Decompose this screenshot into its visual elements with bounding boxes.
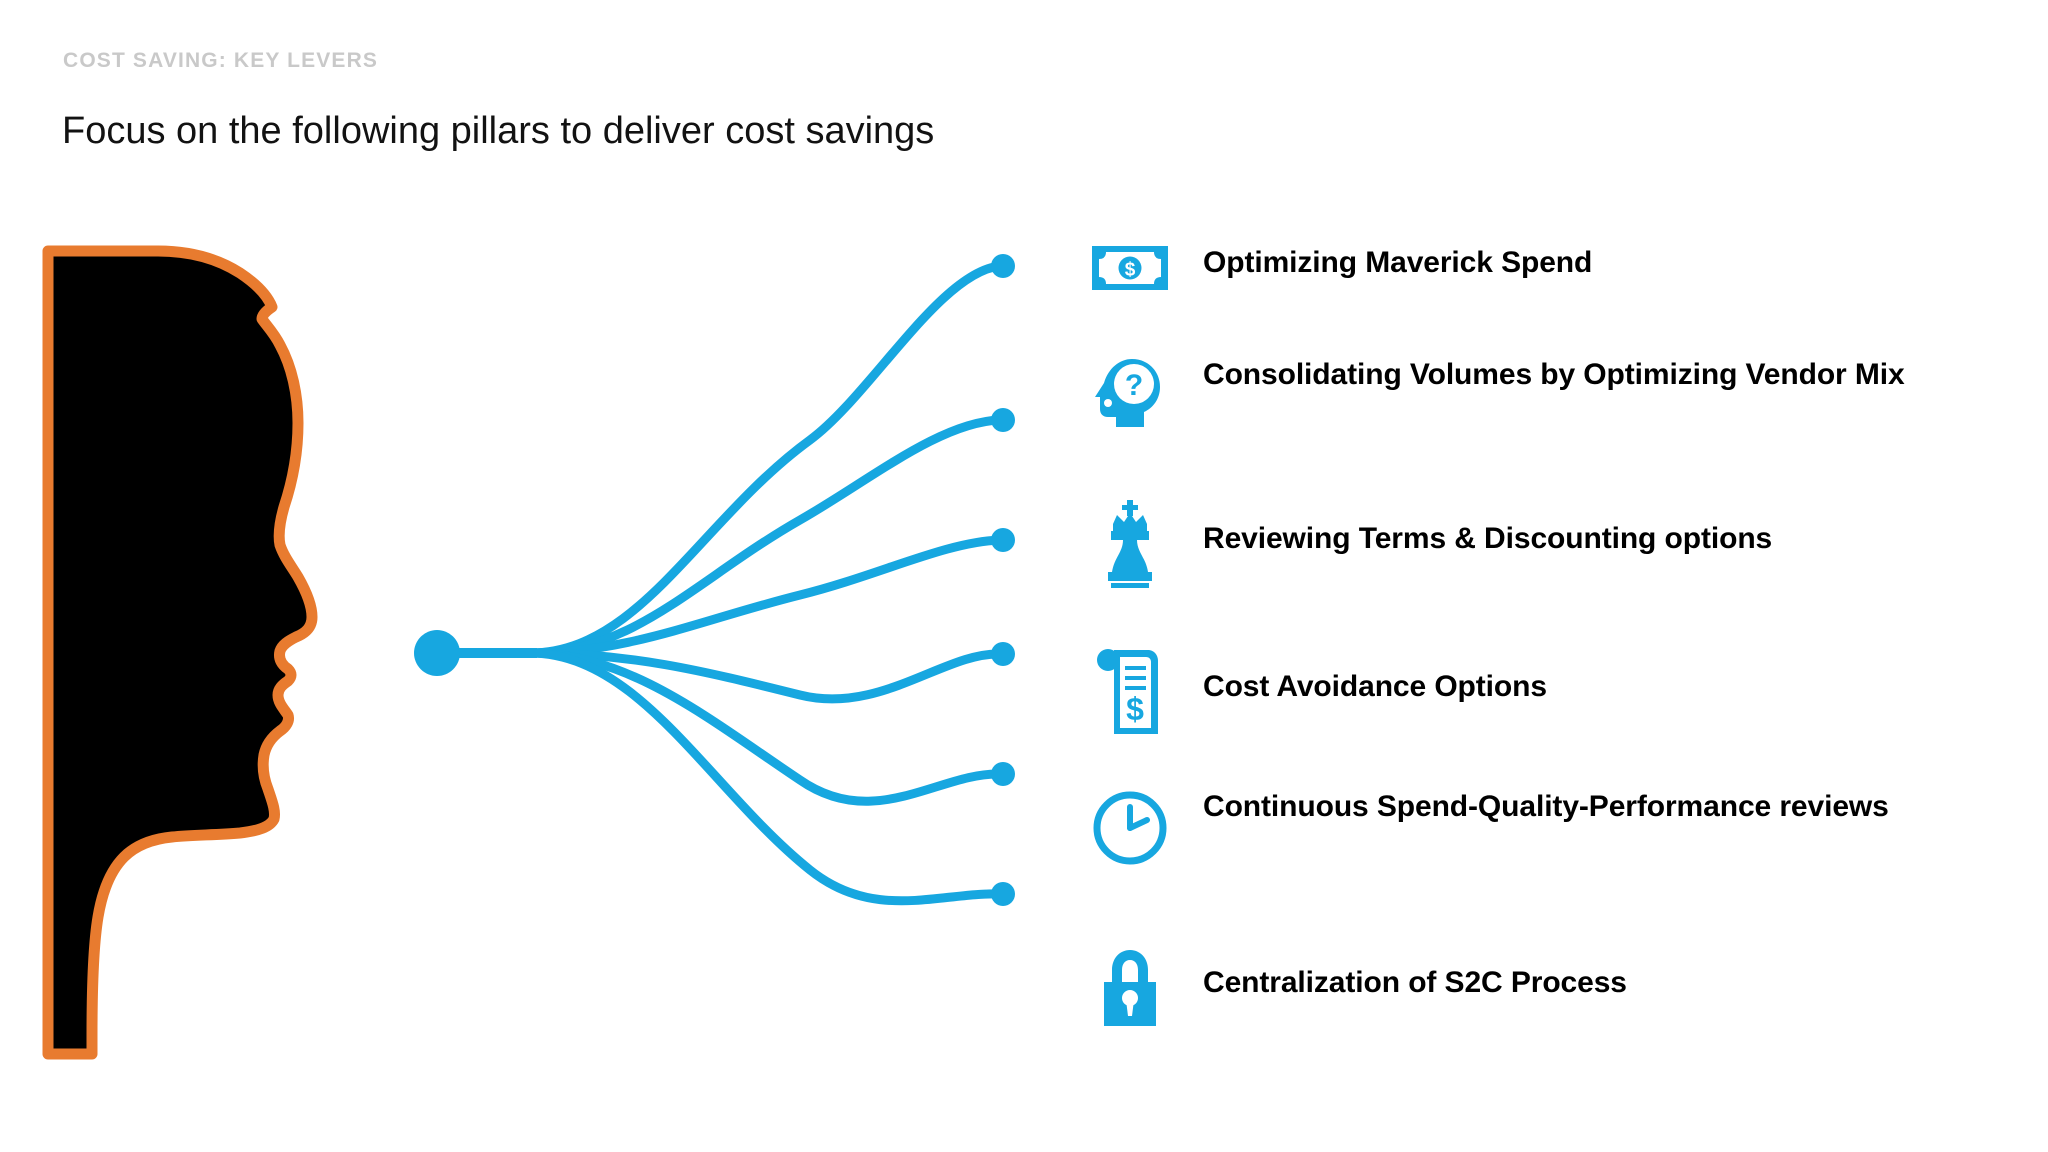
lever-label: Centralization of S2C Process <box>1203 966 1627 999</box>
lever-label: Reviewing Terms & Discounting options <box>1203 522 1773 555</box>
svg-text:$: $ <box>1126 691 1144 727</box>
branch-endpoint-2 <box>991 408 1015 432</box>
branch-line-6 <box>525 648 1005 906</box>
head-silhouette-graphic <box>40 245 400 1060</box>
branch-endpoint-5 <box>991 762 1015 786</box>
lever-label: Optimizing Maverick Spend <box>1203 246 1593 279</box>
lever-item-6[interactable]: Centralization of S2C Process <box>1080 942 2030 1034</box>
eyebrow-label: COST SAVING: KEY LEVERS <box>63 49 379 72</box>
clock-icon <box>1080 782 1180 874</box>
lever-label: Cost Avoidance Options <box>1203 670 1547 703</box>
branch-line-3 <box>525 535 1005 658</box>
branch-endpoint-1 <box>991 254 1015 278</box>
branch-endpoint-3 <box>991 528 1015 552</box>
lever-item-4[interactable]: $ Cost Avoidance Options <box>1080 646 2030 738</box>
branch-endpoint-4 <box>991 642 1015 666</box>
lever-list: $ Optimizing Maverick Spend ? Consolidat… <box>1080 200 2030 1120</box>
head-question-mark-icon: ? <box>1080 350 1180 442</box>
branch-line-1 <box>525 261 1005 658</box>
chess-king-icon <box>1080 498 1180 590</box>
connector-fan-graphic <box>380 200 1060 1100</box>
lever-label: Consolidating Volumes by Optimizing Vend… <box>1203 358 1905 391</box>
lever-item-1[interactable]: $ Optimizing Maverick Spend <box>1080 222 2030 314</box>
branch-endpoint-6 <box>991 882 1015 906</box>
svg-text:?: ? <box>1125 369 1143 402</box>
lever-item-5[interactable]: Continuous Spend-Quality-Performance rev… <box>1080 782 2030 874</box>
branch-line-4 <box>525 648 1005 704</box>
lever-item-3[interactable]: Reviewing Terms & Discounting options <box>1080 498 2030 590</box>
branch-line-2 <box>525 415 1005 658</box>
page-title: Focus on the following pillars to delive… <box>62 110 935 152</box>
invoice-dollar-icon: $ <box>1080 646 1180 738</box>
lever-label: Continuous Spend-Quality-Performance rev… <box>1203 790 1889 823</box>
lever-item-2[interactable]: ? Consolidating Volumes by Optimizing Ve… <box>1080 350 2030 442</box>
padlock-icon <box>1080 942 1180 1034</box>
svg-text:$: $ <box>1125 260 1136 281</box>
banknote-dollar-icon: $ <box>1080 222 1180 314</box>
branch-line-5 <box>525 648 1005 806</box>
